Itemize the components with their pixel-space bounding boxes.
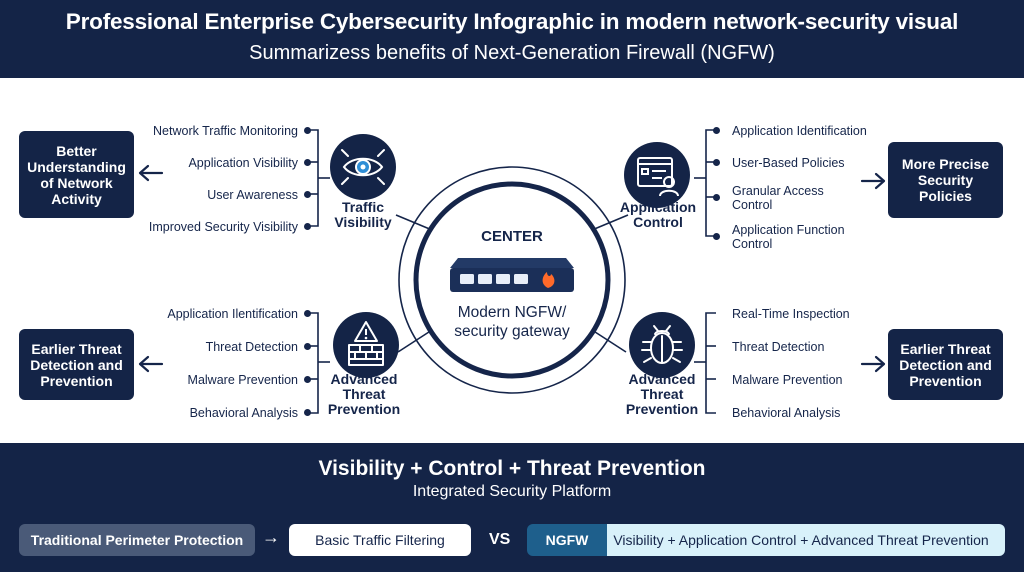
footer-title: Visibility + Control + Threat Prevention bbox=[318, 457, 706, 480]
tpl-dot-3 bbox=[304, 376, 311, 383]
ac-item-2: User-Based Policies bbox=[732, 156, 845, 170]
ac-item-1: Application Identification bbox=[732, 124, 867, 138]
outcome-threat-right: Earlier Threat Detection and Prevention bbox=[888, 329, 1003, 400]
basic-filtering-pill: Basic Traffic Filtering bbox=[289, 524, 471, 556]
tv-item-2: Application Visibility bbox=[188, 156, 298, 170]
tv-item-1: Network Traffic Monitoring bbox=[153, 124, 298, 138]
firewall-appliance-icon bbox=[450, 258, 574, 292]
tv-item-3: User Awareness bbox=[207, 188, 298, 202]
tpr-item-4: Behavioral Analysis bbox=[732, 406, 841, 420]
outcome-precise-policies: More Precise Security Policies bbox=[888, 142, 1003, 218]
outer-ring bbox=[398, 166, 626, 394]
threat-prevention-right-icon-circle bbox=[629, 312, 695, 378]
tpr-item-1: Real-Time Inspection bbox=[732, 307, 850, 321]
arrow-right-top bbox=[860, 172, 886, 190]
arrow-right-bottom bbox=[860, 355, 886, 373]
page-title: Professional Enterprise Cybersecurity In… bbox=[65, 9, 959, 34]
header-banner: Professional Enterprise Cybersecurity In… bbox=[0, 0, 1024, 78]
page-subtitle: Summarizess benefits of Next-Generation … bbox=[249, 42, 775, 64]
tpr-item-2: Threat Detection bbox=[732, 340, 825, 354]
ac-dot-1 bbox=[713, 127, 720, 134]
eye-icon bbox=[341, 149, 385, 185]
application-control-label: Application Control bbox=[619, 199, 697, 230]
application-control-icon-circle bbox=[624, 142, 690, 208]
traffic-visibility-label: Traffic Visibility bbox=[334, 199, 392, 230]
ac-dot-4 bbox=[713, 233, 720, 240]
arrow-left-top bbox=[138, 164, 164, 182]
comparison-arrow: → bbox=[262, 527, 280, 547]
ac-dot-3 bbox=[713, 194, 720, 201]
firewall-alert-icon bbox=[348, 321, 384, 366]
threat-prevention-right-label: Advanced Threat Prevention bbox=[625, 371, 699, 417]
tpl-item-1: Application Ilentification bbox=[167, 307, 298, 321]
inner-ring bbox=[413, 181, 611, 379]
tv-dot-2 bbox=[304, 159, 311, 166]
tpl-item-4: Behavioral Analysis bbox=[189, 406, 298, 420]
tpl-item-2: Threat Detection bbox=[205, 340, 298, 354]
bug-shield-icon bbox=[641, 325, 683, 364]
ngfw-pill: NGFW bbox=[527, 524, 607, 556]
vs-label: VS bbox=[489, 531, 511, 548]
center-label: CENTER bbox=[481, 228, 543, 245]
ac-dot-2 bbox=[713, 159, 720, 166]
tpl-item-3: Malware Prevention bbox=[187, 373, 298, 387]
ngfw-capabilities-pill: Visibility + Application Control + Advan… bbox=[597, 524, 1005, 556]
ac-item-3: Granular Access Control bbox=[732, 184, 824, 212]
traditional-protection-pill: Traditional Perimeter Protection bbox=[19, 524, 255, 556]
ac-item-4: Application Function Control bbox=[732, 223, 845, 251]
dashboard-user-icon bbox=[637, 157, 679, 197]
traffic-visibility-icon-circle bbox=[330, 134, 396, 200]
center-description: Modern NGFW/ security gateway bbox=[454, 304, 570, 340]
tv-item-4: Improved Security Visibility bbox=[148, 220, 298, 234]
tpr-item-3: Malware Prevention bbox=[732, 373, 843, 387]
tv-dot-3 bbox=[304, 191, 311, 198]
tpl-dot-1 bbox=[304, 310, 311, 317]
tv-dot-1 bbox=[304, 127, 311, 134]
outcome-threat-left: Earlier Threat Detection and Prevention bbox=[19, 329, 134, 400]
threat-prevention-left-label: Advanced Threat Prevention bbox=[327, 371, 401, 417]
outcome-network-activity: Better Understanding of Network Activity bbox=[19, 131, 134, 218]
tpl-dot-2 bbox=[304, 343, 311, 350]
footer-subtitle: Integrated Security Platform bbox=[412, 483, 612, 500]
tpl-dot-4 bbox=[304, 409, 311, 416]
threat-prevention-left-icon-circle bbox=[333, 312, 399, 378]
arrow-left-bottom bbox=[138, 355, 164, 373]
tv-dot-4 bbox=[304, 223, 311, 230]
